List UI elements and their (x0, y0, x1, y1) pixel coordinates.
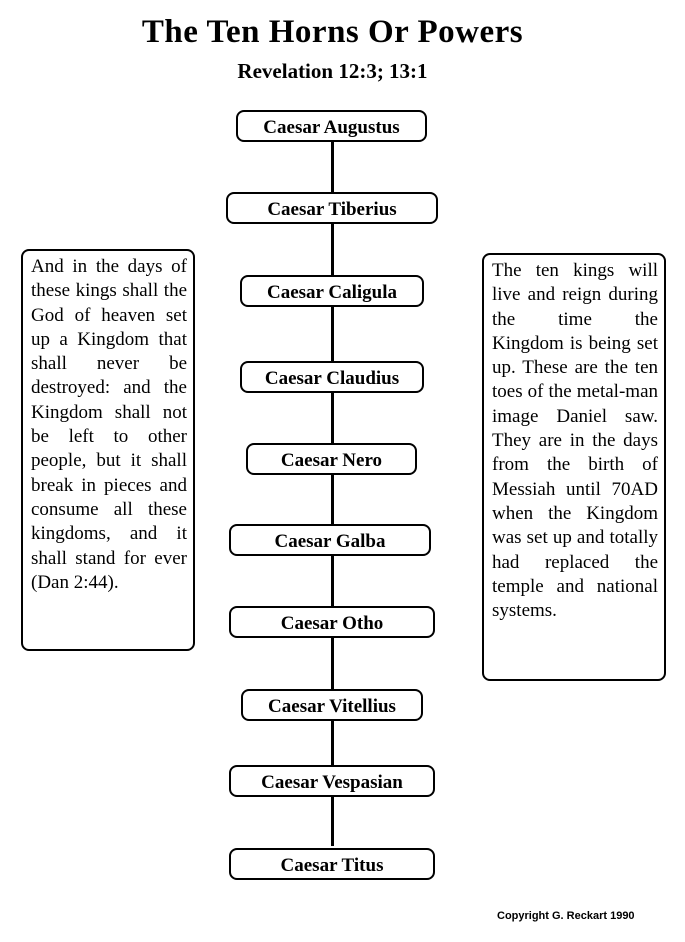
ten-kings-note-box: The ten kings will live and reign during… (482, 253, 666, 681)
king-node-otho: Caesar Otho (229, 606, 435, 638)
diagram-subtitle: Revelation 12:3; 13:1 (237, 59, 428, 83)
king-node-vespasian: Caesar Vespasian (229, 765, 435, 797)
king-node-tiberius: Caesar Tiberius (226, 192, 438, 224)
king-node-caligula: Caesar Caligula (240, 275, 424, 307)
timeline-connector (331, 142, 334, 846)
king-node-nero: Caesar Nero (246, 443, 417, 475)
king-node-vitellius: Caesar Vitellius (241, 689, 423, 721)
king-node-augustus: Caesar Augustus (236, 110, 427, 142)
king-node-galba: Caesar Galba (229, 524, 431, 556)
king-node-titus: Caesar Titus (229, 848, 435, 880)
copyright-notice: Copyright G. Reckart 1990 (497, 910, 635, 922)
diagram-title: The Ten Horns Or Powers (141, 14, 524, 50)
daniel-quote-box: And in the days of these kings shall the… (21, 249, 195, 651)
king-node-claudius: Caesar Claudius (240, 361, 424, 393)
